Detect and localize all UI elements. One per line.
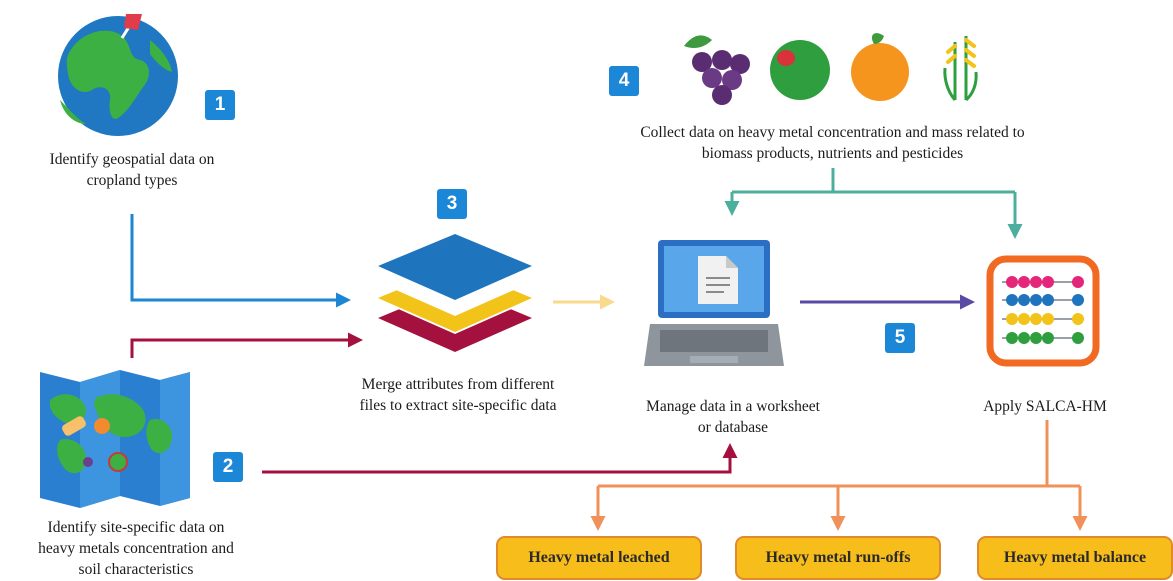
orange-icon	[851, 33, 909, 101]
wheat-icon	[943, 36, 978, 102]
step-2-label-line2: heavy metals concentration and	[38, 540, 234, 557]
map-icon	[40, 370, 190, 508]
arrow-step2-to-manage	[262, 443, 738, 474]
step-2-label-line1: Identify site-specific data on	[47, 519, 225, 536]
step-3-label-line2: files to extract site-specific data	[359, 397, 557, 414]
grapes-icon	[684, 35, 750, 105]
manage-label-line1: Manage data in a worksheet	[646, 398, 820, 415]
arrow-step1-to-merge	[130, 214, 351, 308]
step-4-badge: 4	[609, 66, 639, 96]
step-4-label-line2: biomass products, nutrients and pesticid…	[701, 145, 964, 162]
step-5-badge: 5	[885, 323, 915, 353]
step-1-label-line1: Identify geospatial data on	[49, 151, 215, 168]
step-2-label: Identify site-specific data on heavy met…	[0, 517, 272, 580]
layers-icon	[378, 234, 532, 352]
globe-icon	[58, 14, 178, 136]
step-1-badge: 1	[205, 90, 235, 120]
output-leached: Heavy metal leached	[496, 536, 702, 580]
arrow-collect-split	[732, 168, 1015, 194]
step-4-label-line1: Collect data on heavy metal concentratio…	[640, 124, 1025, 141]
step-4-label: Collect data on heavy metal concentratio…	[560, 122, 1105, 164]
output-runoffs: Heavy metal run-offs	[735, 536, 941, 580]
output-balance: Heavy metal balance	[977, 536, 1173, 580]
step-1-label-line2: cropland types	[86, 172, 178, 189]
apply-label: Apply SALCA-HM	[983, 398, 1107, 415]
step-2-badge: 2	[213, 452, 243, 482]
step-1-label: Identify geospatial data on cropland typ…	[14, 149, 250, 191]
manage-label-line2: or database	[697, 419, 769, 436]
arrow-step2-to-merge	[130, 332, 363, 358]
step-3-label: Merge attributes from different files to…	[318, 374, 598, 416]
step-3-badge: 3	[437, 189, 467, 219]
step-2-label-line3: soil characteristics	[78, 561, 194, 578]
manage-label: Manage data in a worksheet or database	[608, 396, 858, 438]
abacus-icon	[986, 255, 1100, 367]
step-3-label-line1: Merge attributes from different	[361, 376, 555, 393]
laptop-icon	[644, 240, 784, 366]
olive-icon	[770, 40, 830, 100]
